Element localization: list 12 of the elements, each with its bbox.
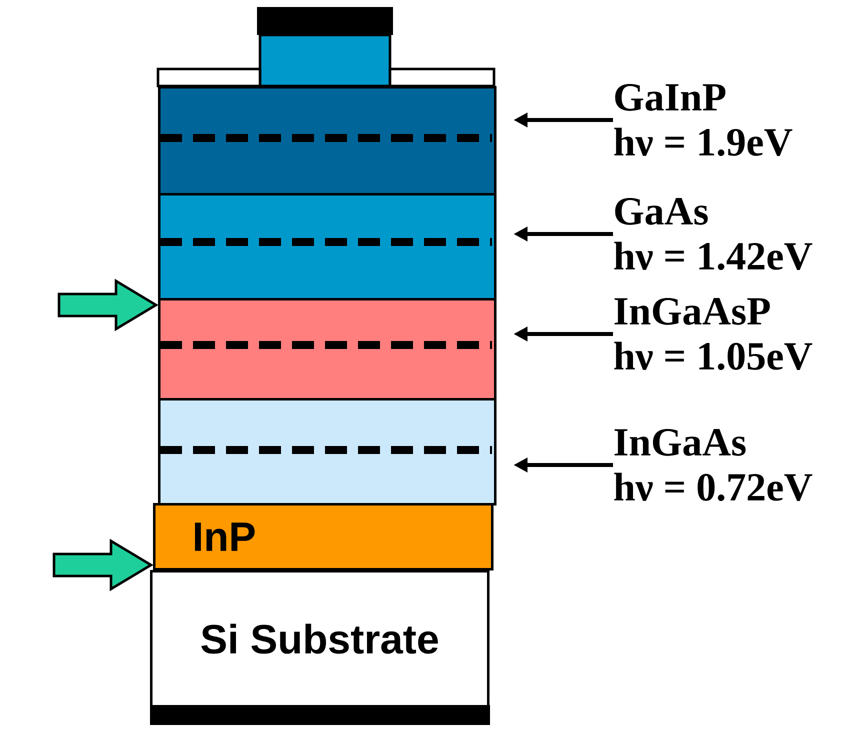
layer-label: InGaAsP hν = 1.05eV	[614, 298, 812, 370]
block-arrow	[52, 538, 154, 592]
layer-box: Si Substrate	[150, 570, 490, 708]
layer-box: InP	[153, 503, 494, 570]
layer-label: InGaAs hν = 0.72eV	[614, 428, 812, 502]
layer-box	[158, 193, 496, 300]
layer-label: GaAs hν = 1.42eV	[614, 198, 812, 270]
layer-box	[158, 398, 496, 506]
layer-box	[158, 298, 496, 400]
block-arrow	[58, 278, 158, 332]
layer-label: GaInP hν = 1.9eV	[614, 84, 792, 156]
layer-box	[158, 86, 496, 196]
